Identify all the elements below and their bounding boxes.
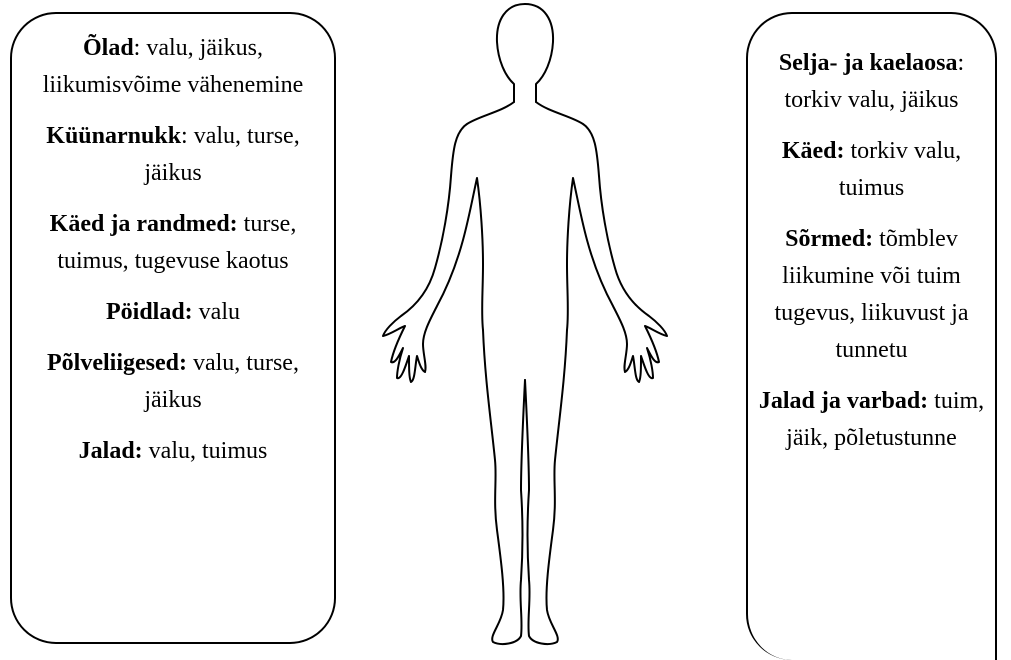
entry-text: valu, jäikus, liikumisvõime vähenemine xyxy=(43,35,304,98)
entry-arms: Käed: torkiv valu, tuimus xyxy=(756,133,987,207)
human-body-outline-icon xyxy=(375,0,675,650)
entry-term: Küünarnukk xyxy=(46,123,181,149)
entry-term: Põlveliigesed: xyxy=(47,350,187,376)
entry-term: Sõrmed: xyxy=(785,226,873,252)
entry-term: Käed ja randmed: xyxy=(50,211,238,237)
entry-knees: Põlveliigesed: valu, turse, jäikus xyxy=(34,345,312,419)
body-outline xyxy=(383,4,667,644)
entry-term: Käed: xyxy=(782,138,845,164)
entry-sep: : xyxy=(181,123,188,149)
entry-text: valu, tuimus xyxy=(143,438,268,464)
entry-hands-wrists: Käed ja randmed: turse, tuimus, tugevuse… xyxy=(34,206,312,280)
entry-thumbs: Pöidlad: valu xyxy=(34,294,312,331)
entry-text: torkiv valu, tuimus xyxy=(839,138,961,201)
entry-legs-toes: Jalad ja varbad: tuim, jäik, põletustunn… xyxy=(756,383,987,457)
entry-term: Selja- ja kaelaosa xyxy=(779,50,958,76)
entry-back-neck: Selja- ja kaelaosa: torkiv valu, jäikus xyxy=(756,45,987,119)
entry-term: Jalad ja varbad: xyxy=(759,388,928,414)
entry-text: torkiv valu, jäikus xyxy=(785,87,959,113)
entry-text: valu xyxy=(193,299,240,325)
entry-sep: : xyxy=(957,50,964,76)
entry-fingers: Sõrmed: tõmblev liikumine või tuim tugev… xyxy=(756,221,987,369)
entry-term: Õlad xyxy=(83,35,134,61)
entry-elbow: Küünarnukk: valu, turse, jäikus xyxy=(34,118,312,192)
entry-term: Pöidlad: xyxy=(106,299,193,325)
entry-term: Jalad: xyxy=(79,438,143,464)
right-symptom-box: Selja- ja kaelaosa: torkiv valu, jäikus … xyxy=(746,12,997,660)
entry-shoulders: Õlad: valu, jäikus, liikumisvõime vähene… xyxy=(34,30,312,104)
left-symptom-box: Õlad: valu, jäikus, liikumisvõime vähene… xyxy=(10,12,336,644)
entry-feet: Jalad: valu, tuimus xyxy=(34,433,312,470)
